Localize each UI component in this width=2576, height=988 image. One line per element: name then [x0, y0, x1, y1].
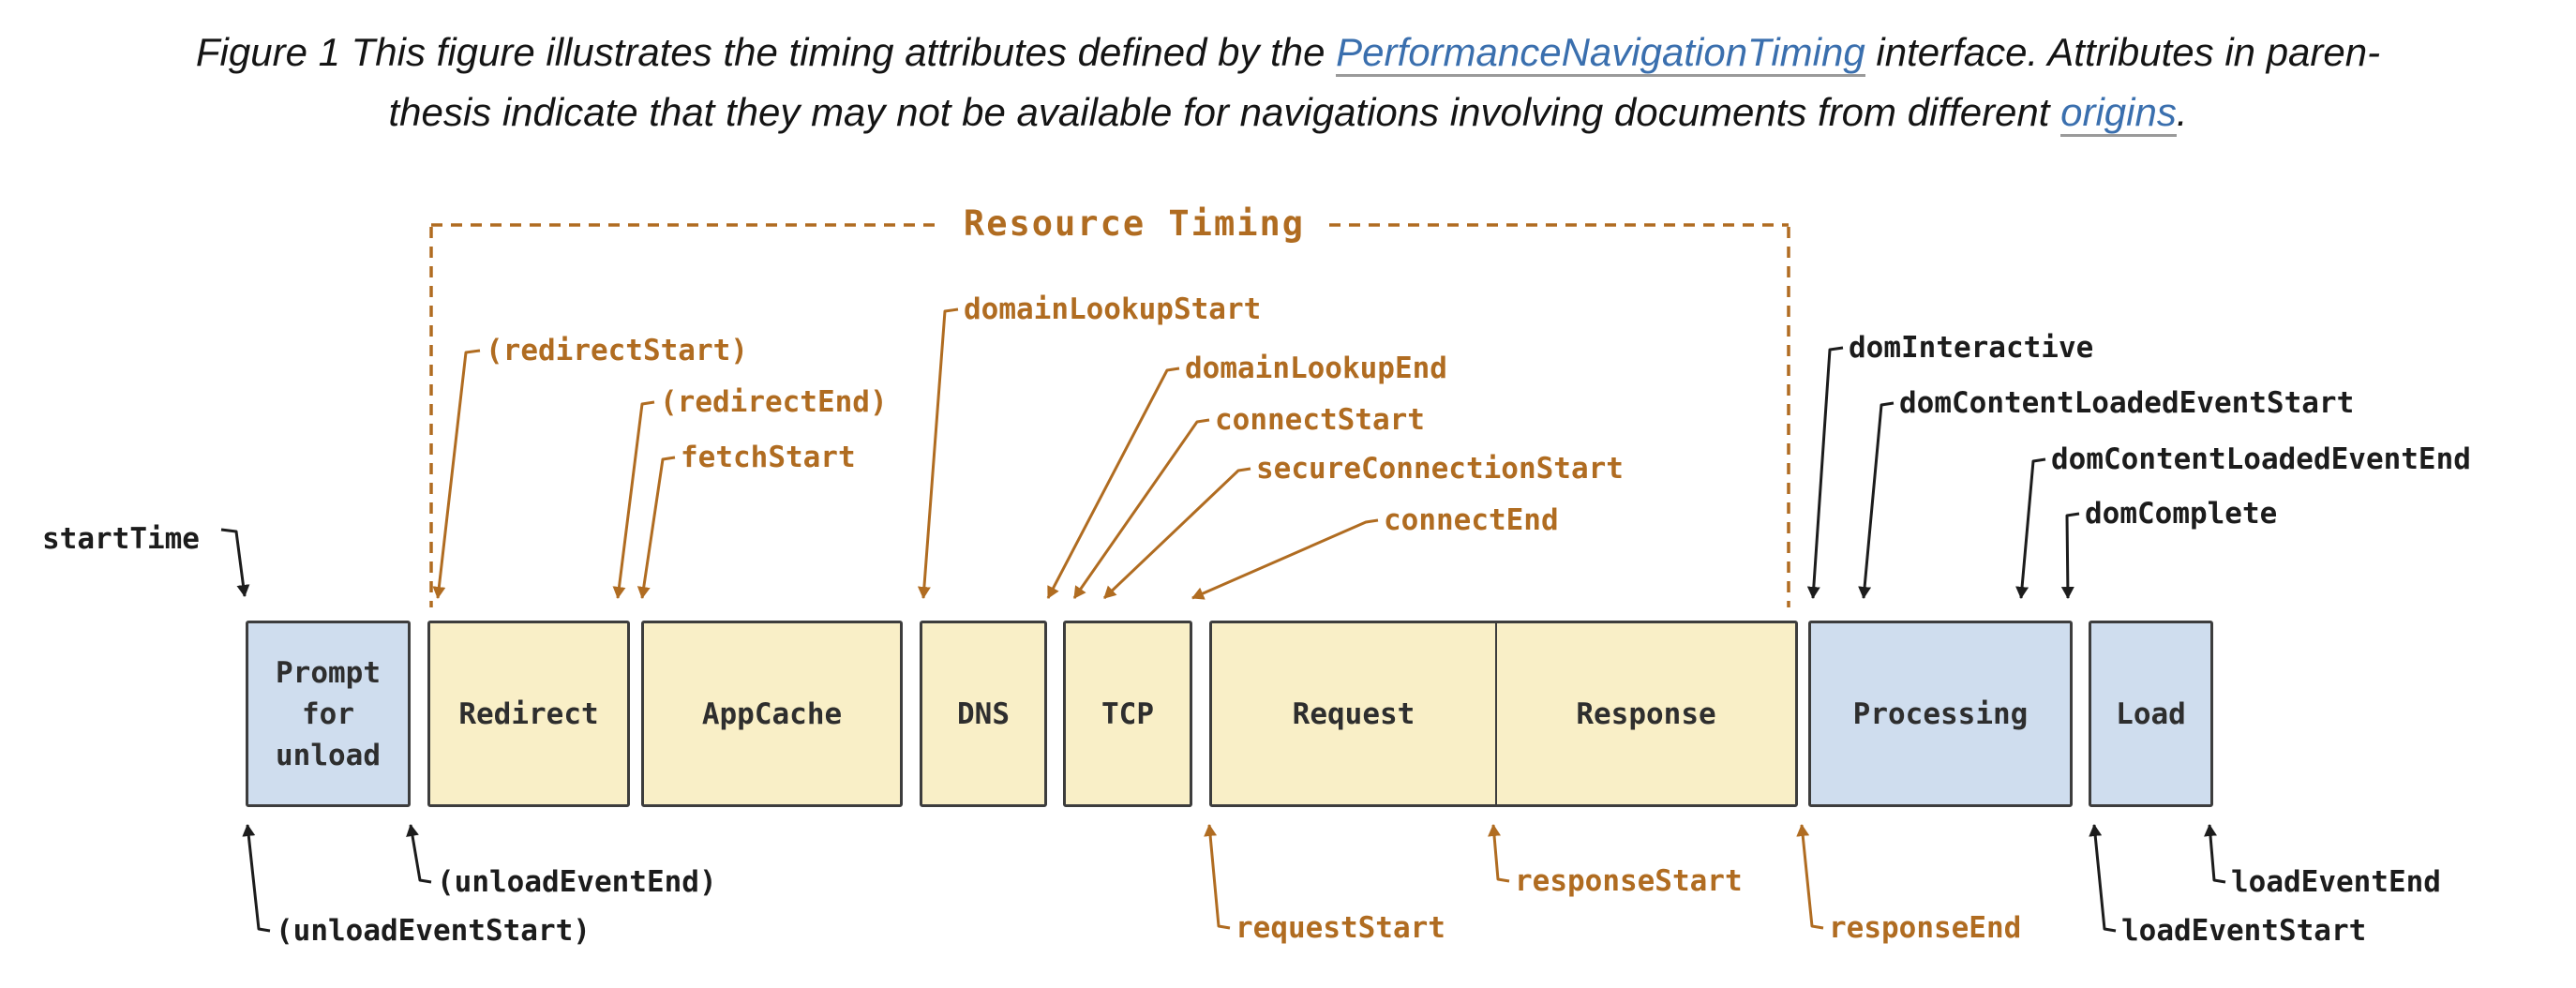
- label-request-start: requestStart: [1236, 911, 1445, 945]
- arrow-connect-end: [1191, 518, 1379, 600]
- arrow-load-event-start: [2089, 824, 2117, 933]
- caption-line2-post: .: [2176, 90, 2188, 134]
- label-unload-event-start: (unloadEventStart): [276, 914, 591, 948]
- label-connect-end: connectEnd: [1384, 503, 1559, 537]
- label-domain-lookup-start: domainLookupStart: [964, 292, 1262, 326]
- arrow-fetch-start: [637, 456, 676, 599]
- arrow-domain-lookup-start: [917, 307, 959, 599]
- arrow-secure-connection-start: [1102, 467, 1251, 600]
- arrow-dom-complete: [2060, 512, 2080, 599]
- arrow-redirect-end: [612, 400, 655, 599]
- label-start-time: startTime: [42, 522, 200, 556]
- label-connect-start: connectStart: [1215, 403, 1425, 437]
- box-load-label: Load: [2116, 696, 2186, 731]
- box-appcache-label: AppCache: [701, 696, 843, 731]
- label-fetch-start: fetchStart: [681, 441, 856, 474]
- box-load: Load: [2089, 621, 2213, 807]
- arrow-response-start: [1488, 824, 1510, 883]
- label-load-event-end: loadEventEnd: [2231, 865, 2441, 899]
- arrow-unload-event-start: [242, 824, 271, 933]
- caption-line1-post: interface. Attributes in paren-: [1865, 30, 2381, 74]
- box-processing: Processing: [1808, 621, 2073, 807]
- caption-line2-pre: thesis indicate that they may not be ava…: [388, 90, 2061, 134]
- box-tcp-label: TCP: [1101, 696, 1154, 731]
- resource-timing-bracket: [429, 223, 1790, 607]
- arrow-dom-interactive: [1806, 346, 1844, 599]
- box-prompt-for-unload-label: Prompt for unload: [276, 655, 381, 772]
- resource-timing-label: Resource Timing: [963, 203, 1306, 244]
- arrow-domain-lookup-end: [1046, 367, 1180, 599]
- box-request-label: Request: [1292, 696, 1415, 731]
- label-unload-event-end: (unloadEventEnd): [437, 865, 717, 899]
- box-processing-label: Processing: [1852, 696, 2029, 731]
- performance-navigation-timing-link[interactable]: PerformanceNavigationTiming: [1336, 30, 1865, 77]
- figure-caption: Figure 1 This figure illustrates the tim…: [0, 22, 2576, 142]
- label-load-event-start: loadEventStart: [2121, 914, 2367, 948]
- box-response-label: Response: [1576, 696, 1716, 731]
- box-redirect-label: Redirect: [458, 696, 599, 731]
- label-secure-connection-start: secureConnectionStart: [1256, 452, 1624, 486]
- arrow-unload-event-end: [406, 824, 432, 884]
- label-dom-content-loaded-event-start: domContentLoadedEventStart: [1899, 386, 2355, 420]
- label-dom-content-loaded-event-end: domContentLoadedEventEnd: [2051, 442, 2471, 476]
- box-redirect: Redirect: [427, 621, 630, 807]
- arrow-response-end: [1796, 824, 1824, 930]
- label-response-end: responseEnd: [1829, 911, 2022, 945]
- box-request-cell: Request: [1212, 623, 1495, 804]
- arrow-connect-start: [1072, 418, 1210, 599]
- box-tcp: TCP: [1063, 621, 1192, 807]
- label-redirect-end: (redirectEnd): [660, 385, 888, 419]
- arrow-dom-content-loaded-event-start: [1858, 401, 1895, 599]
- arrow-dom-content-loaded-event-end: [2015, 457, 2046, 599]
- label-dom-interactive: domInteractive: [1849, 331, 2094, 365]
- label-domain-lookup-end: domainLookupEnd: [1185, 352, 1447, 385]
- box-dns-label: DNS: [957, 696, 1010, 731]
- box-response-cell: Response: [1495, 623, 1795, 804]
- box-prompt-for-unload: Prompt for unload: [246, 621, 411, 807]
- origins-link[interactable]: origins: [2060, 90, 2177, 137]
- box-request-response: Request Response: [1209, 621, 1798, 807]
- arrow-redirect-start: [432, 349, 481, 599]
- label-dom-complete: domComplete: [2085, 497, 2278, 531]
- caption-line1-pre: Figure 1 This figure illustrates the tim…: [195, 30, 1337, 74]
- box-dns: DNS: [920, 621, 1047, 807]
- arrow-load-event-end: [2204, 824, 2226, 884]
- box-appcache: AppCache: [641, 621, 903, 807]
- arrow-request-start: [1204, 824, 1231, 930]
- label-redirect-start: (redirectStart): [486, 334, 748, 367]
- arrow-start-time: [220, 528, 250, 597]
- label-response-start: responseStart: [1515, 864, 1743, 898]
